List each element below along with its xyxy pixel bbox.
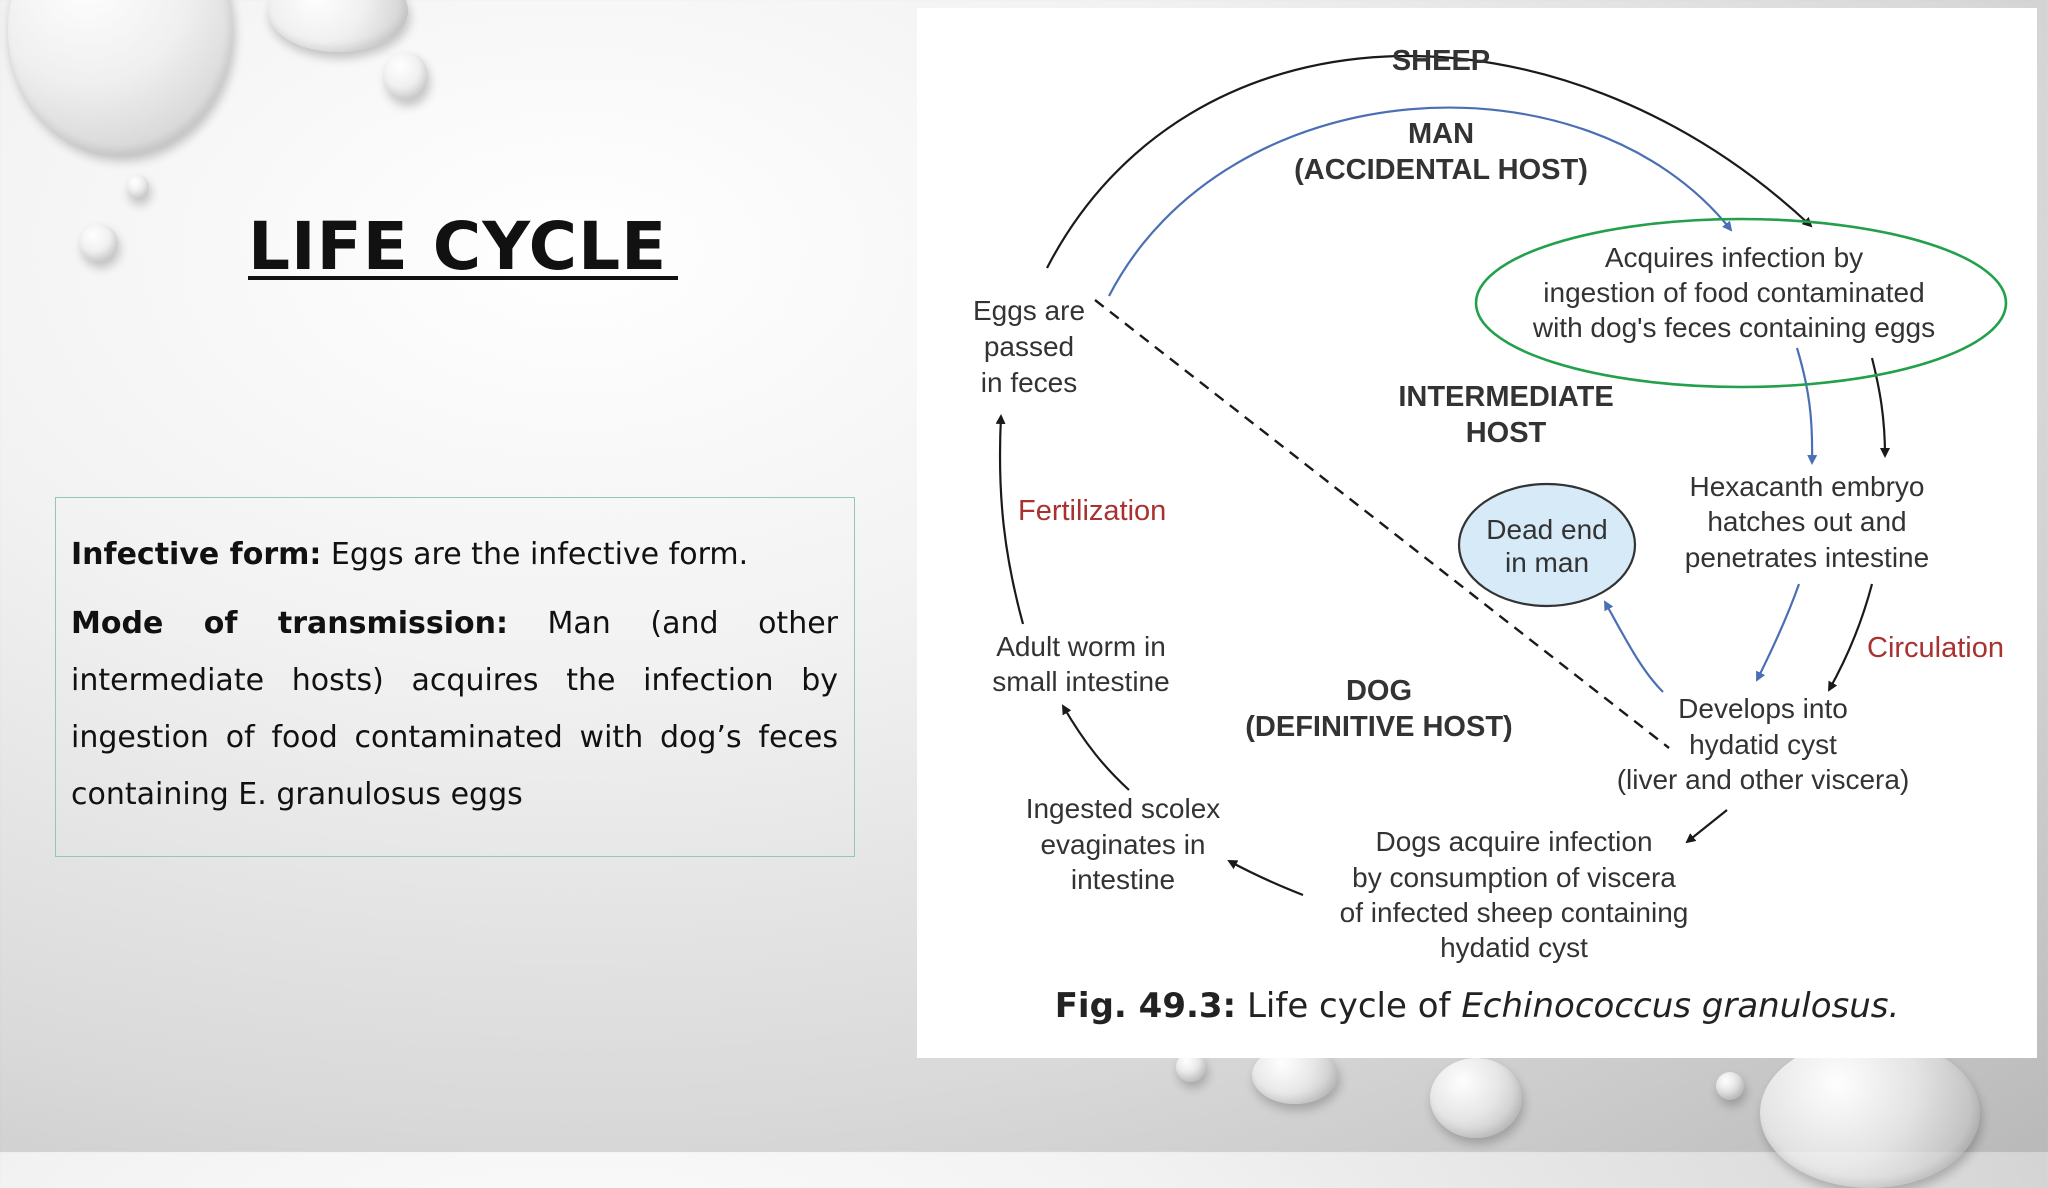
- sheep-label: SHEEP: [1392, 45, 1490, 77]
- eggs-passed-line-2: passed: [984, 331, 1074, 362]
- water-drop-decoration: [1430, 1058, 1522, 1138]
- info-text-box: Infective form: Eggs are the infective f…: [55, 497, 855, 857]
- eggs-passed-line-1: Eggs are: [973, 295, 1085, 326]
- dashed-divider-line: [1094, 299, 1670, 749]
- dog-role-label: (DEFINITIVE HOST): [1245, 711, 1512, 743]
- dogs-acquire-line-3: of infected sheep containing: [1340, 897, 1689, 928]
- dogs-acquire-line-2: by consumption of viscera: [1352, 862, 1676, 893]
- adult-worm-line-1: Adult worm in: [996, 631, 1166, 662]
- man-label: MAN: [1408, 118, 1474, 150]
- arrow-hexacanth-to-hydatid-blue: [1756, 583, 1801, 682]
- hydatid-cyst-line-2: hydatid cyst: [1689, 729, 1837, 760]
- ingested-scolex-line-3: intestine: [1071, 864, 1175, 895]
- arrow-circulation-black: [1828, 583, 1874, 692]
- dogs-acquire-line-4: hydatid cyst: [1440, 932, 1588, 963]
- figure-caption-species: Echinococcus granulosus.: [1461, 986, 1900, 1026]
- hydatid-cyst-line-1: Develops into: [1678, 693, 1848, 724]
- figure-caption: Fig. 49.3: Life cycle of Echinococcus gr…: [917, 986, 2037, 1026]
- intermediate-host-label-line-2: HOST: [1466, 417, 1547, 449]
- dead-end-line-2: in man: [1505, 547, 1589, 578]
- man-route-arrow: [1108, 106, 1733, 297]
- ingested-scolex-line-1: Ingested scolex: [1026, 793, 1221, 824]
- figure-caption-number: Fig. 49.3:: [1054, 986, 1237, 1026]
- hydatid-cyst-line-3: (liver and other viscera): [1617, 764, 1910, 795]
- dogs-acquire-line-1: Dogs acquire infection: [1375, 826, 1652, 857]
- hexacanth-embryo-line-2: hatches out and: [1707, 506, 1906, 537]
- acquires-infection-line-3: with dog's feces containing eggs: [1532, 312, 1935, 343]
- arrow-acquires-to-hexacanth-blue: [1795, 347, 1818, 465]
- hexacanth-embryo-line-1: Hexacanth embryo: [1689, 471, 1924, 502]
- arrow-adult-to-eggs: [995, 414, 1025, 625]
- mode-of-transmission-text: Man (and other intermediate hosts) acqui…: [71, 606, 838, 812]
- infective-form-label: Infective form:: [71, 537, 322, 572]
- fertilization-label: Fertilization: [1018, 495, 1166, 527]
- slide-title: LIFE CYCLE: [248, 208, 668, 285]
- water-drop-decoration: [1760, 1038, 1980, 1188]
- figure-caption-text: Life cycle of: [1236, 986, 1462, 1026]
- water-drop-decoration: [1716, 1072, 1744, 1100]
- arrow-hydatid-to-dead-end-blue: [1604, 600, 1664, 693]
- man-role-label: (ACCIDENTAL HOST): [1294, 154, 1588, 186]
- eggs-passed-line-3: in feces: [981, 367, 1078, 398]
- water-drop-decoration: [8, 0, 233, 155]
- arrow-hydatid-to-dogs: [1685, 809, 1728, 844]
- acquires-infection-line-2: ingestion of food contaminated: [1543, 277, 1924, 308]
- hexacanth-embryo-line-3: penetrates intestine: [1685, 542, 1929, 573]
- infective-form-text: Eggs are the infective form.: [321, 537, 749, 572]
- life-cycle-figure: SHEEP MAN (ACCIDENTAL HOST) INTERMEDIATE…: [917, 8, 2037, 1058]
- dog-label: DOG: [1346, 675, 1412, 707]
- arrow-dogs-to-scolex: [1227, 860, 1304, 897]
- sheep-route-arrow: [1046, 54, 1813, 269]
- water-drop-decoration: [80, 224, 118, 262]
- mode-of-transmission-label: Mode of transmission:: [71, 606, 508, 641]
- acquires-infection-line-1: Acquires infection by: [1605, 242, 1863, 273]
- mode-of-transmission-paragraph: Mode of transmission: Man (and other int…: [71, 595, 838, 823]
- infective-form-paragraph: Infective form: Eggs are the infective f…: [71, 526, 838, 583]
- dead-end-line-1: Dead end: [1486, 514, 1607, 545]
- circulation-label: Circulation: [1867, 632, 2004, 664]
- acquires-infection-ellipse: [1474, 217, 2008, 389]
- water-drop-decoration: [384, 52, 428, 100]
- title-underline: [248, 276, 678, 280]
- water-drop-decoration: [268, 0, 408, 52]
- arrow-acquires-to-hexacanth-black: [1870, 357, 1890, 458]
- dead-end-ellipse: [1457, 482, 1637, 608]
- water-drop-decoration: [127, 175, 149, 199]
- arrow-scolex-to-adult: [1061, 704, 1130, 791]
- ingested-scolex-line-2: evaginates in: [1040, 829, 1205, 860]
- life-cycle-diagram: SHEEP MAN (ACCIDENTAL HOST) INTERMEDIATE…: [973, 45, 2008, 963]
- adult-worm-line-2: small intestine: [992, 666, 1169, 697]
- intermediate-host-label: INTERMEDIATE: [1398, 381, 1613, 413]
